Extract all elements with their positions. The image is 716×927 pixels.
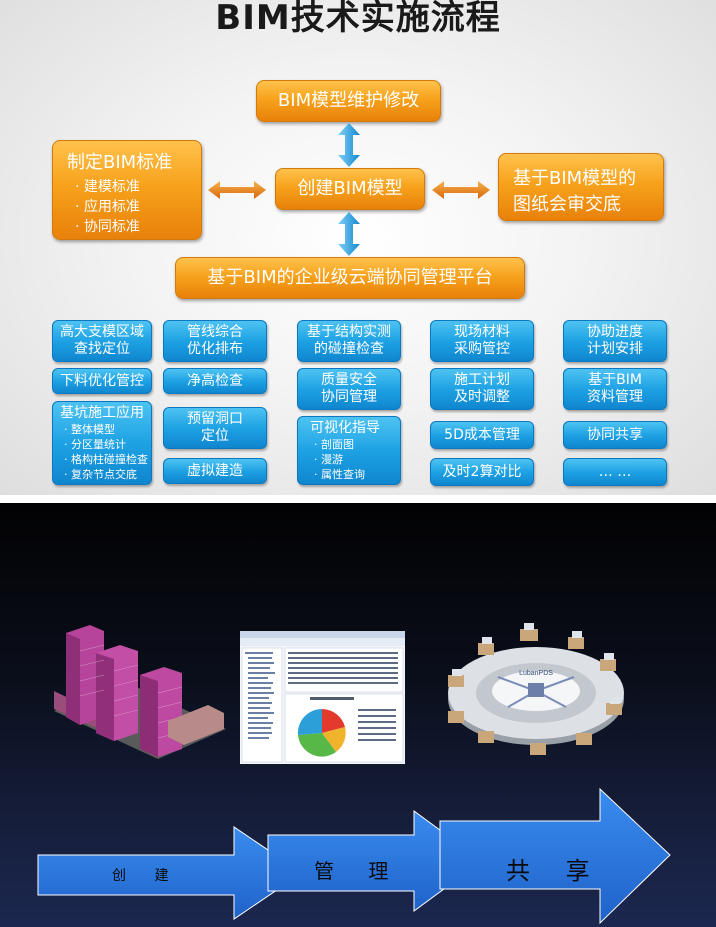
- stage-arrows: [37, 787, 671, 925]
- application-subitem: · 属性查询: [314, 468, 365, 481]
- application-label: 优化排布: [187, 341, 243, 357]
- application-box: 高大支模区域 查找定位: [52, 320, 152, 362]
- building-model-image: [54, 625, 226, 759]
- collaboration-platform-image: LubanPDS: [448, 623, 624, 755]
- application-label: 的碰撞检查: [314, 341, 384, 357]
- maintain-model-label: BIM模型维护修改: [277, 90, 420, 111]
- application-label: 净高检查: [187, 372, 243, 389]
- application-label: 查找定位: [74, 341, 130, 357]
- application-box: 协助进度 计划安排: [563, 320, 667, 362]
- drawing-review-line1: 基于BIM模型的: [513, 168, 637, 189]
- application-box: 下料优化管控: [52, 368, 152, 394]
- maintain-model-box: BIM模型维护修改: [256, 80, 441, 122]
- application-box: 净高检查: [163, 368, 267, 394]
- application-label: … …: [598, 463, 632, 480]
- application-subitem: · 分区量统计: [64, 438, 126, 451]
- cloud-platform-box: 基于BIM的企业级云端协同管理平台: [175, 257, 525, 299]
- application-box: 质量安全 协同管理: [297, 368, 401, 410]
- application-box: 5D成本管理: [430, 421, 534, 449]
- application-box: … …: [563, 458, 667, 486]
- application-label: 协同共享: [587, 426, 643, 443]
- vertical-arrow-icon: [338, 212, 360, 256]
- application-box: 基坑施工应用 · 整体模型 · 分区量统计 · 格构柱碰撞检查 · 复杂节点交底: [52, 401, 152, 485]
- application-label: 管线综合: [187, 324, 243, 340]
- application-label: 现场材料: [454, 324, 510, 340]
- horizontal-arrow-icon: [432, 181, 490, 199]
- application-subitem: · 整体模型: [64, 423, 115, 436]
- stage-label-create: 创 建: [112, 868, 181, 884]
- application-box: 施工计划 及时调整: [430, 368, 534, 410]
- application-box: 基于BIM 资料管理: [563, 368, 667, 410]
- platform-label: LubanPDS: [519, 670, 553, 677]
- application-label: 5D成本管理: [444, 426, 520, 443]
- software-screenshot-image: [240, 631, 405, 764]
- application-label: 下料优化管控: [60, 372, 144, 389]
- standards-item: · 建模标准: [75, 179, 140, 195]
- create-arrow: [37, 826, 303, 920]
- horizontal-arrow-icon: [208, 181, 266, 199]
- application-label: 虚拟建造: [187, 462, 243, 479]
- create-manage-share-slide: LubanPDS 创 建 管 理 共: [0, 503, 716, 927]
- application-box: 管线综合 优化排布: [163, 320, 267, 362]
- application-label: 施工计划: [454, 372, 510, 388]
- application-label: 协助进度: [587, 324, 643, 340]
- application-subitem: · 格构柱碰撞检查: [64, 453, 148, 466]
- application-subitem: · 剖面图: [314, 438, 354, 451]
- stage-label-share: 共 享: [506, 857, 604, 885]
- cloud-platform-label: 基于BIM的企业级云端协同管理平台: [207, 267, 493, 288]
- application-box: 预留洞口 定位: [163, 407, 267, 449]
- application-box: 协同共享: [563, 421, 667, 449]
- drawing-review-box: 基于BIM模型的 图纸会审交底: [498, 153, 664, 221]
- application-box: 可视化指导 · 剖面图 · 漫游 · 属性查询: [297, 416, 401, 485]
- stage-label-manage: 管 理: [314, 859, 403, 883]
- slide-title: BIM技术实施流程: [215, 0, 501, 38]
- application-label: 预留洞口: [187, 411, 243, 427]
- standards-item: · 协同标准: [75, 219, 140, 235]
- application-label: 基于BIM: [588, 372, 642, 388]
- application-box: 虚拟建造: [163, 458, 267, 484]
- application-subitem: · 复杂节点交底: [64, 468, 137, 481]
- application-box: 现场材料 采购管控: [430, 320, 534, 362]
- application-label: 协同管理: [321, 389, 377, 405]
- application-label: 基于结构实测: [307, 324, 391, 340]
- application-label: 及时调整: [454, 389, 510, 405]
- standards-title: 制定BIM标准: [67, 152, 173, 173]
- bim-process-slide: BIM技术实施流程 BIM模型维护修改 创建BIM模型 基于BIM的企业级云端协…: [0, 0, 716, 495]
- drawing-review-line2: 图纸会审交底: [513, 194, 621, 215]
- application-label: 可视化指导: [310, 420, 380, 436]
- application-label: 及时2算对比: [442, 463, 522, 480]
- application-box: 及时2算对比: [430, 458, 534, 486]
- application-label: 采购管控: [454, 341, 510, 357]
- create-model-label: 创建BIM模型: [297, 178, 403, 199]
- application-label: 基坑施工应用: [60, 405, 144, 421]
- standards-box: 制定BIM标准 · 建模标准 · 应用标准 · 协同标准: [52, 140, 202, 240]
- application-box: 基于结构实测 的碰撞检查: [297, 320, 401, 362]
- application-label: 定位: [201, 428, 229, 444]
- application-label: 质量安全: [321, 372, 377, 388]
- share-arrow: [439, 787, 671, 925]
- create-model-box: 创建BIM模型: [275, 168, 425, 210]
- application-label: 资料管理: [587, 389, 643, 405]
- application-subitem: · 漫游: [314, 453, 343, 466]
- standards-item: · 应用标准: [75, 199, 140, 215]
- application-label: 计划安排: [587, 341, 643, 357]
- application-label: 高大支模区域: [60, 324, 144, 340]
- vertical-arrow-icon: [338, 123, 360, 167]
